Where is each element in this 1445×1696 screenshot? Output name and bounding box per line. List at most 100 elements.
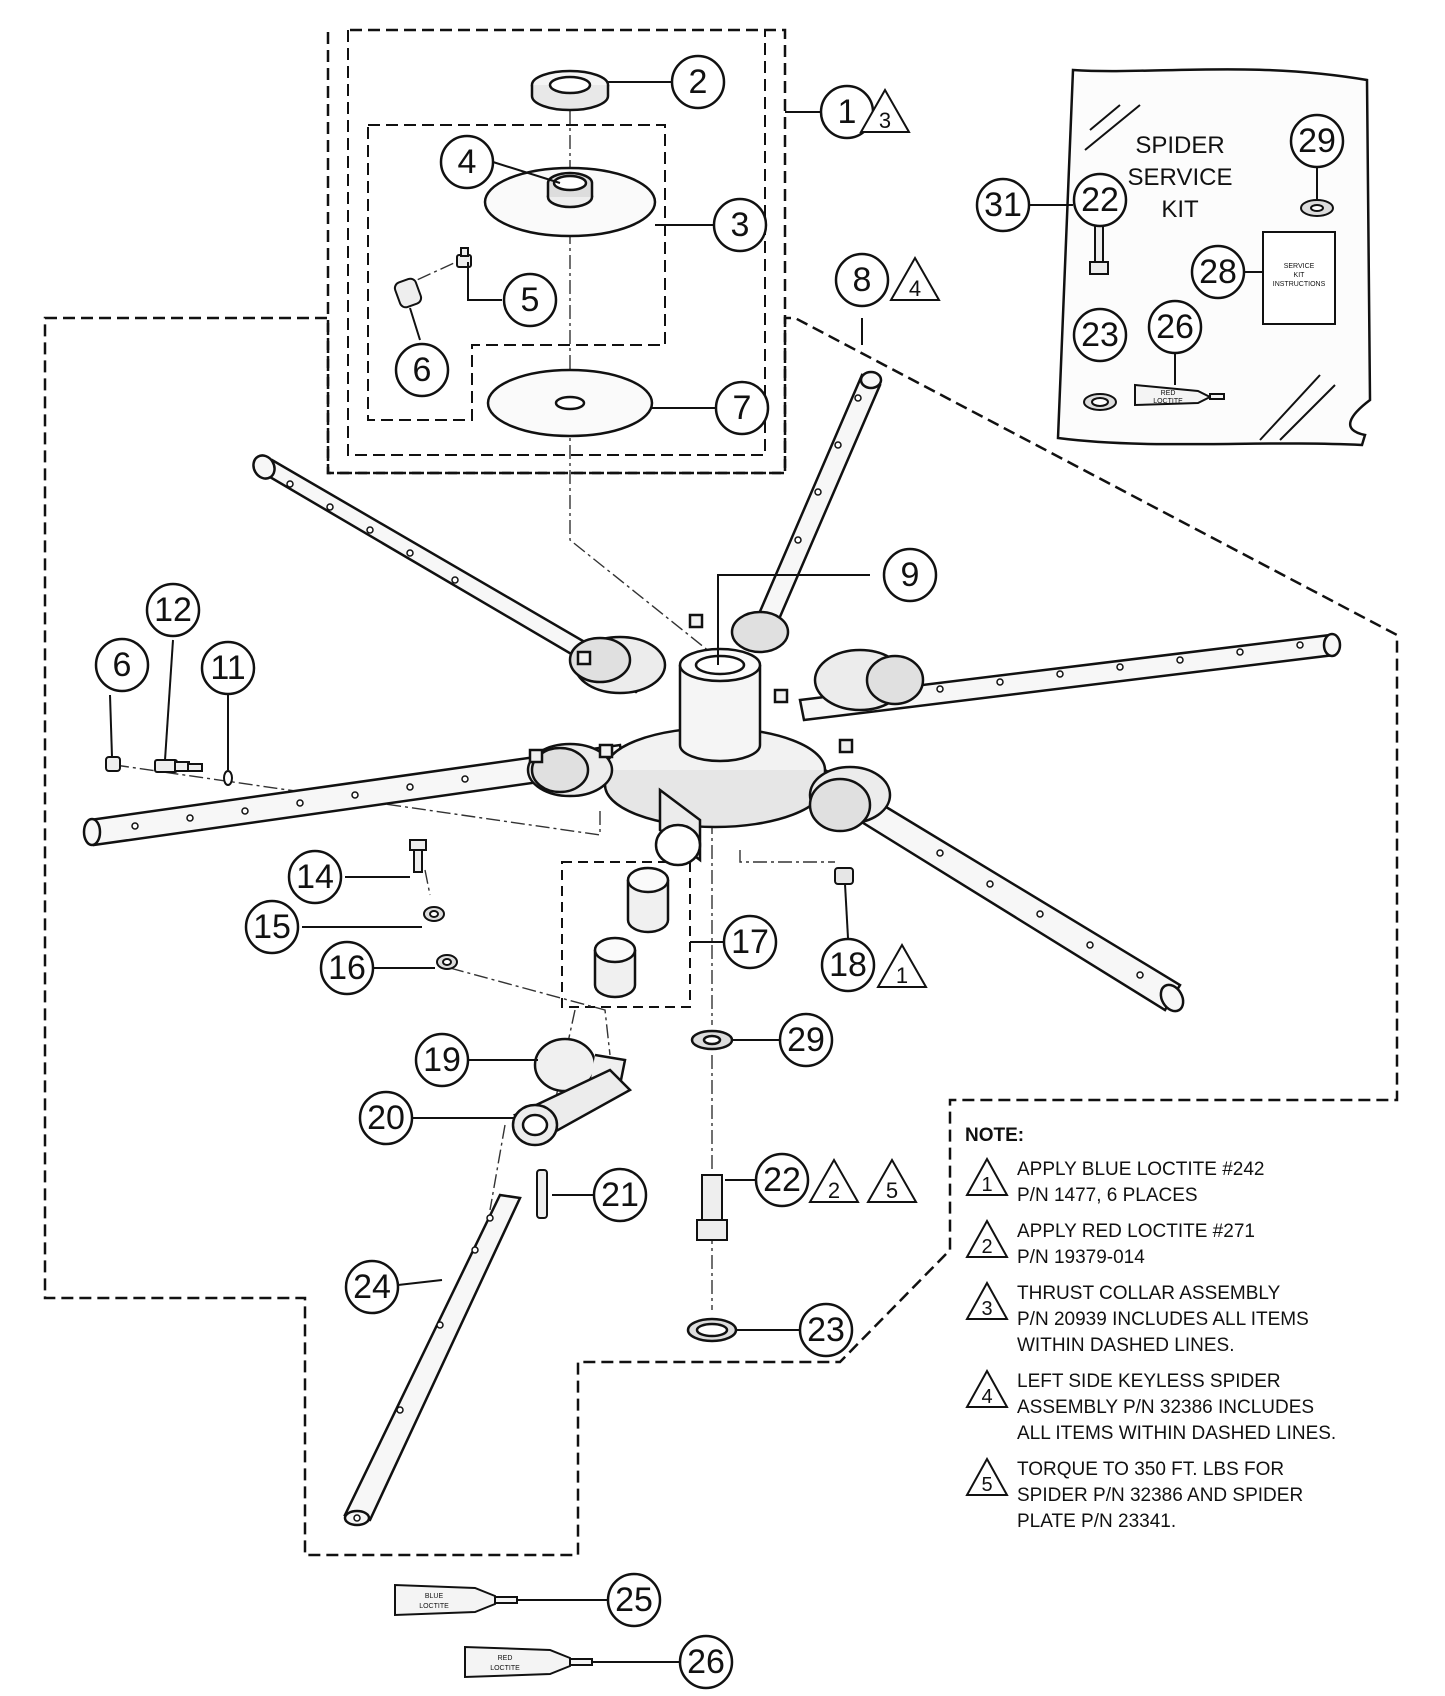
upper-plate-part	[483, 166, 657, 238]
callout-circle-20	[358, 1090, 414, 1146]
kit-callout-31: 31	[984, 186, 1022, 224]
callout-7: 7	[733, 389, 752, 427]
flag-triangle-22b	[866, 1157, 918, 1203]
note-item: 2 APPLY RED LOCTITE #271 P/N 19379-014	[965, 1219, 1435, 1271]
kit-callout-circle-26	[1147, 299, 1203, 355]
callout-circle-11	[200, 640, 256, 696]
callout-4: 4	[458, 143, 477, 181]
flag-22b: 5	[886, 1178, 898, 1203]
kit-instructions-line2: KIT	[1294, 272, 1306, 279]
callout-11: 11	[210, 649, 245, 687]
callout-circle-9	[882, 547, 938, 603]
callout-21: 21	[601, 1176, 639, 1214]
note-item: 3 THRUST COLLAR ASSEMBLY P/N 20939 INCLUD…	[965, 1281, 1435, 1359]
callout-19: 19	[423, 1041, 461, 1079]
red-loctite-tube	[464, 1645, 593, 1679]
nut-part-15	[423, 906, 445, 922]
blue-tube-label-1: BLUE	[425, 1593, 444, 1600]
callout-circle-14	[287, 849, 343, 905]
blue-loctite-tube	[394, 1583, 518, 1617]
callout-9: 9	[901, 556, 920, 594]
washer-part-29	[690, 1029, 734, 1051]
note-flag: 4	[981, 1386, 992, 1408]
callout-circle-19	[414, 1032, 470, 1088]
note-text: THRUST COLLAR ASSEMBLY P/N 20939 INCLUDE…	[1017, 1283, 1309, 1356]
blue-tube-label-2: LOCTITE	[419, 1603, 449, 1610]
kit-title-line2: SERVICE	[1128, 164, 1233, 191]
bolt-part-22	[696, 1174, 728, 1241]
pin-part-21	[536, 1169, 548, 1219]
callout-16: 16	[328, 949, 366, 987]
callout-23: 23	[807, 1311, 845, 1349]
note-flag: 5	[981, 1474, 992, 1496]
flag-22a: 2	[828, 1178, 840, 1203]
note-flag-triangle: 3	[965, 1281, 1009, 1320]
kit-callout-29: 29	[1298, 122, 1336, 160]
plate-subassembly-boundary	[367, 124, 666, 421]
callout-24: 24	[353, 1268, 391, 1306]
sleeves-part-17	[593, 866, 670, 999]
callout-circle-26	[678, 1634, 734, 1690]
note-text: APPLY RED LOCTITE #271 P/N 19379-014	[1017, 1221, 1255, 1268]
kit-callout-circle-28	[1190, 244, 1246, 300]
callout-29: 29	[787, 1021, 825, 1059]
kit-callout-circle-22	[1072, 172, 1128, 228]
red-tube-label-1: RED	[498, 1655, 513, 1662]
callout-circle-4	[439, 134, 495, 190]
callout-circle-12	[145, 582, 201, 638]
notes-list: 1 APPLY BLUE LOCTITE #242 P/N 1477, 6 PLA…	[965, 1157, 1435, 1535]
kit-callout-28: 28	[1199, 253, 1237, 291]
callout-circle-3	[712, 197, 768, 253]
flag-18: 1	[896, 963, 908, 988]
callout-circle-5	[502, 272, 558, 328]
callout-circle-23	[798, 1302, 854, 1358]
kit-callout-circle-31	[975, 177, 1031, 233]
callout-circle-16	[319, 940, 375, 996]
callout-1: 1	[838, 93, 857, 131]
callout-circle-21	[592, 1167, 648, 1223]
cap-part	[393, 277, 423, 309]
note-flag-triangle: 1	[965, 1157, 1009, 1196]
callout-circle-29	[778, 1012, 834, 1068]
kit-callout-23: 23	[1081, 316, 1119, 354]
kit-title-line1: SPIDER	[1135, 132, 1224, 159]
callout-22: 22	[763, 1161, 801, 1199]
kit-title-line3: KIT	[1161, 196, 1199, 223]
red-tube-label-2: LOCTITE	[490, 1665, 520, 1672]
callout-8: 8	[853, 261, 872, 299]
note-item: 4 LEFT SIDE KEYLESS SPIDER ASSEMBLY P/N 3…	[965, 1369, 1435, 1447]
callout-25: 25	[615, 1581, 653, 1619]
kit-callout-26: 26	[1156, 308, 1194, 346]
callout-circle-2	[670, 54, 726, 110]
callout-circle-25	[606, 1572, 662, 1628]
callout-17: 17	[731, 923, 769, 961]
callout-6: 6	[413, 351, 432, 389]
note-text: LEFT SIDE KEYLESS SPIDER ASSEMBLY P/N 32…	[1017, 1371, 1337, 1444]
flag-1: 3	[879, 108, 891, 133]
note-text: APPLY BLUE LOCTITE #242 P/N 1477, 6 PLAC…	[1017, 1159, 1265, 1206]
note-flag: 2	[981, 1236, 992, 1258]
thrust-collar-inner-boundary	[347, 30, 766, 456]
note-flag: 3	[981, 1298, 992, 1320]
callout-15: 15	[253, 908, 291, 946]
flag-8: 4	[909, 276, 921, 301]
callout-2: 2	[689, 63, 708, 101]
callout-circle-6	[394, 342, 450, 398]
callout-circle-17	[722, 914, 778, 970]
collar-part-20	[511, 1068, 633, 1147]
kit-callout-22: 22	[1081, 181, 1119, 219]
kit-instructions-line3: INSTRUCTIONS	[1273, 281, 1326, 288]
callout-circle-8	[834, 252, 890, 308]
callout-circle-18	[820, 937, 876, 993]
flag-triangle-22a	[808, 1157, 860, 1203]
callout-3: 3	[731, 206, 750, 244]
lower-plate-part	[486, 368, 654, 438]
callout-circle-7	[714, 380, 770, 436]
callout-circle-22	[754, 1152, 810, 1208]
note-flag-triangle: 2	[965, 1219, 1009, 1258]
note-flag: 1	[981, 1174, 992, 1196]
notes-title: NOTE:	[965, 1125, 1025, 1146]
note-item: 1 APPLY BLUE LOCTITE #242 P/N 1477, 6 PLA…	[965, 1157, 1435, 1209]
kit-tube-label-1: RED	[1161, 390, 1176, 397]
